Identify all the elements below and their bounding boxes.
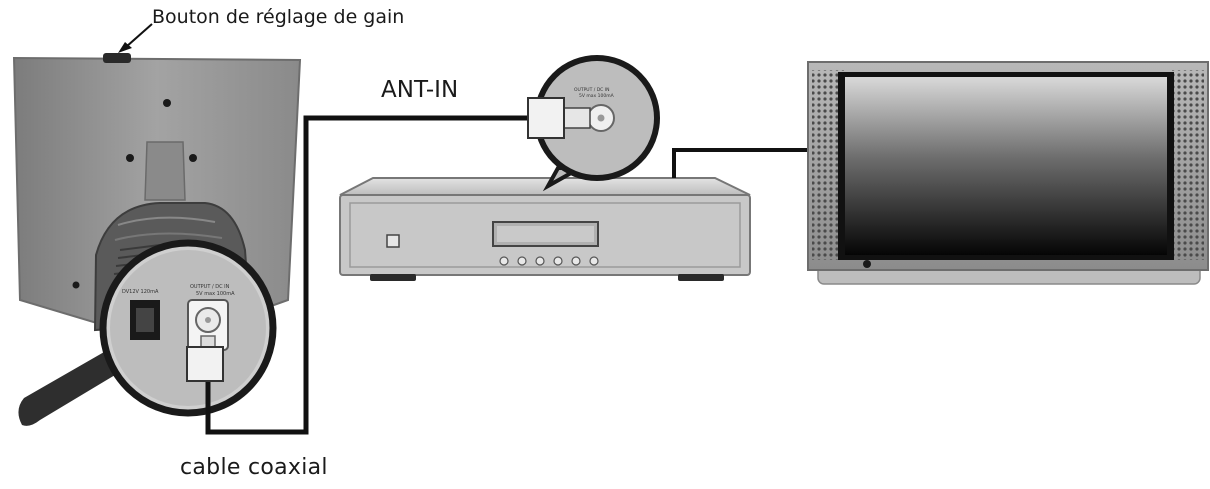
coax-cable <box>205 115 530 435</box>
gain-knob-icon <box>103 53 131 63</box>
receiver-foot <box>678 274 724 281</box>
antenna-device: DV12V 120mA OUTPUT / DC IN 5V max 100mA <box>12 53 302 426</box>
tv-power-button <box>863 260 871 268</box>
coax-plug <box>527 97 565 139</box>
receiver-foot <box>370 274 416 281</box>
speaker-grille-icon <box>1172 70 1204 260</box>
tv-device <box>807 61 1209 285</box>
receiver-output-label: OUTPUT / DC IN <box>574 87 609 93</box>
coax-plug <box>186 346 224 382</box>
screw-hole <box>72 281 80 289</box>
receiver-device <box>339 177 751 281</box>
screw-hole <box>189 154 197 162</box>
receiver-port-zoom: OUTPUT / DC IN 5V max 100mA <box>527 55 660 192</box>
arrow-icon <box>118 23 153 53</box>
coax-cable-label: cable coaxial <box>180 455 328 480</box>
ant-in-label: ANT-IN <box>381 77 459 103</box>
receiver-power-button <box>386 234 400 248</box>
tv-screen <box>845 77 1167 255</box>
video-cable <box>672 148 812 178</box>
screw-hole <box>163 99 171 107</box>
antenna-dc-label: DV12V 120mA <box>122 289 159 295</box>
antenna-output-label: OUTPUT / DC IN <box>190 284 230 290</box>
antenna-output-sublabel: 5V max 100mA <box>196 291 235 297</box>
receiver-buttons <box>499 256 599 266</box>
screw-hole <box>126 154 134 162</box>
gain-button-label: Bouton de réglage de gain <box>152 6 405 28</box>
receiver-output-sublabel: 5V max 100mA <box>579 93 615 99</box>
